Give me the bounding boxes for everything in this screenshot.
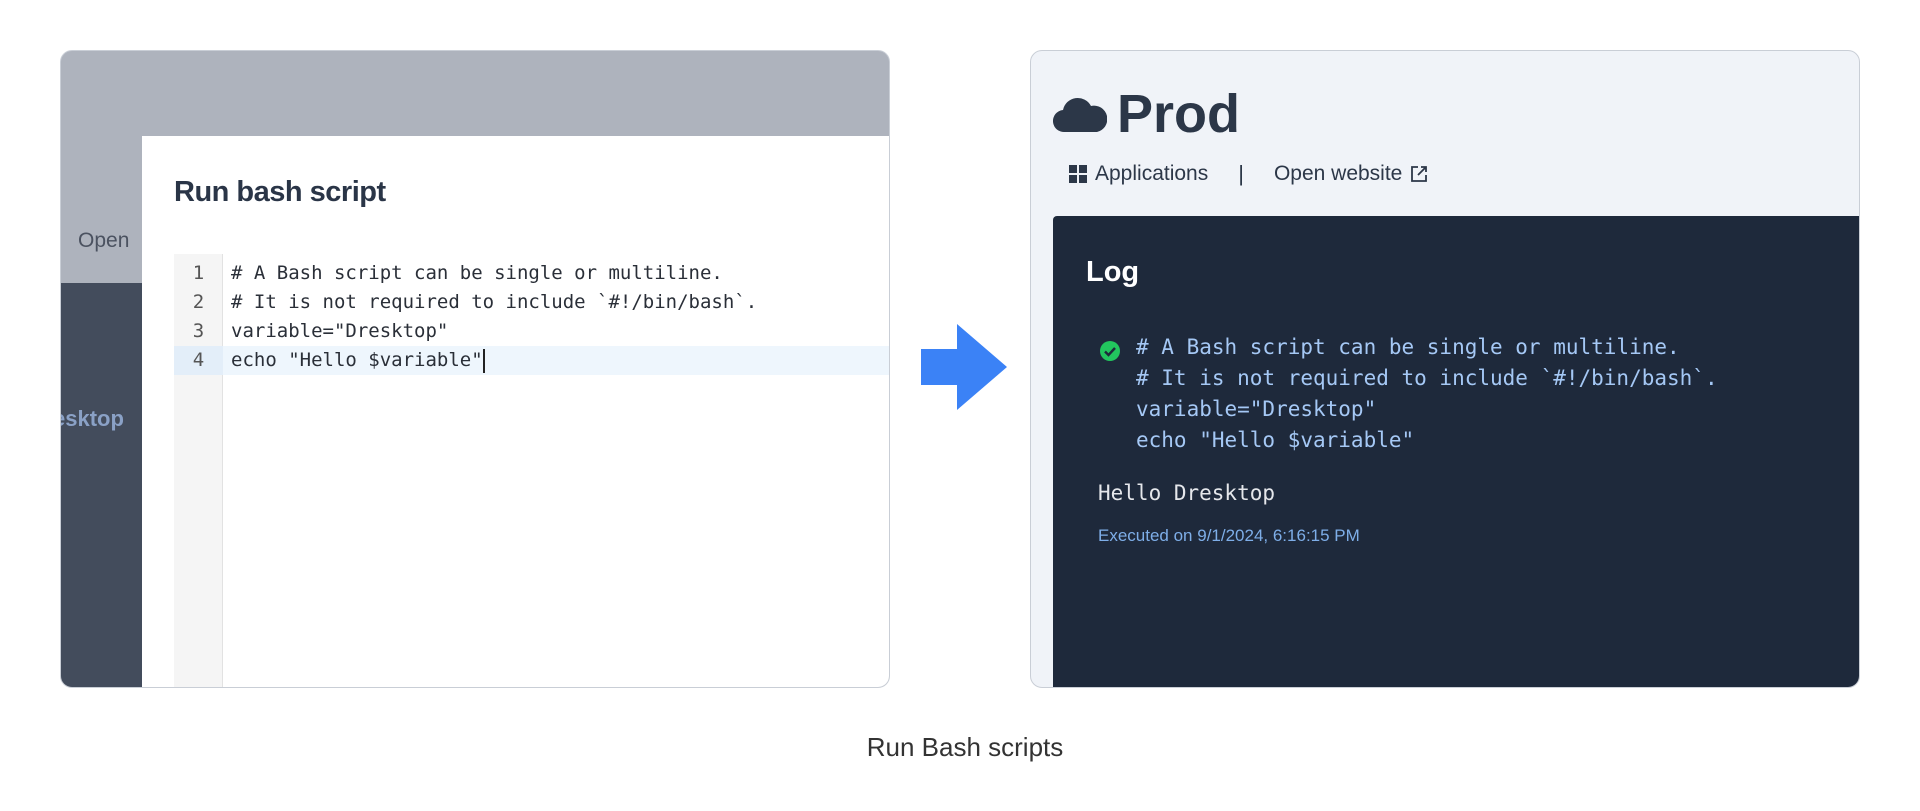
editor-line[interactable]: 3 variable="Dresktop" <box>174 317 889 346</box>
log-command: # A Bash script can be single or multili… <box>1136 335 1718 452</box>
log-panel: Log # A Bash script can be single or mul… <box>1053 216 1859 687</box>
editor-line[interactable]: 2 # It is not required to include `#!/bin… <box>174 288 889 317</box>
cloud-icon <box>1053 97 1107 133</box>
line-code: # A Bash script can be single or multili… <box>231 262 723 284</box>
open-website-link[interactable]: Open website <box>1273 162 1403 185</box>
editor-line-active[interactable]: 4 echo "Hello $variable" <box>174 346 889 375</box>
applications-link[interactable]: Applications <box>1095 162 1209 185</box>
log-output: Hello Dresktop <box>1098 481 1276 505</box>
log-title: Log <box>1086 256 1140 288</box>
background-sidebar <box>61 283 143 687</box>
page-nav: Applications | Open website <box>1069 161 1428 187</box>
editor-line[interactable]: 1 # A Bash script can be single or multil… <box>174 259 889 288</box>
run-script-screenshot: Open esktop Run bash script 1 # A Bash sc… <box>60 50 890 688</box>
background-brand: esktop <box>60 406 124 431</box>
check-circle-icon <box>1100 341 1120 361</box>
text-caret <box>482 348 485 373</box>
line-number: 1 <box>192 262 205 284</box>
executed-timestamp: Executed on 9/1/2024, 6:16:15 PM <box>1098 526 1360 545</box>
page-title: Prod <box>1053 83 1240 145</box>
run-bash-modal: Run bash script 1 # A Bash script can be … <box>142 136 889 687</box>
line-code: # It is not required to include `#!/bin/… <box>231 291 758 313</box>
line-number: 3 <box>192 320 205 342</box>
figure-caption: Run Bash scripts <box>866 732 1064 762</box>
line-code: echo "Hello $variable" <box>231 348 485 373</box>
external-link-icon <box>1411 166 1428 182</box>
arrow-right-icon <box>921 324 1007 410</box>
code-editor[interactable]: 1 # A Bash script can be single or multil… <box>174 254 889 687</box>
grid-icon <box>1069 165 1087 183</box>
nav-separator: | <box>1238 161 1244 186</box>
line-number: 2 <box>192 291 205 313</box>
line-code: variable="Dresktop" <box>231 320 449 342</box>
line-gutter <box>174 254 223 687</box>
line-number: 4 <box>174 346 223 375</box>
log-screenshot: Prod Applications | Open website Log # A… <box>1030 50 1860 688</box>
title-text: Prod <box>1117 84 1241 144</box>
modal-title: Run bash script <box>174 176 386 208</box>
background-open-link: Open <box>78 229 130 252</box>
